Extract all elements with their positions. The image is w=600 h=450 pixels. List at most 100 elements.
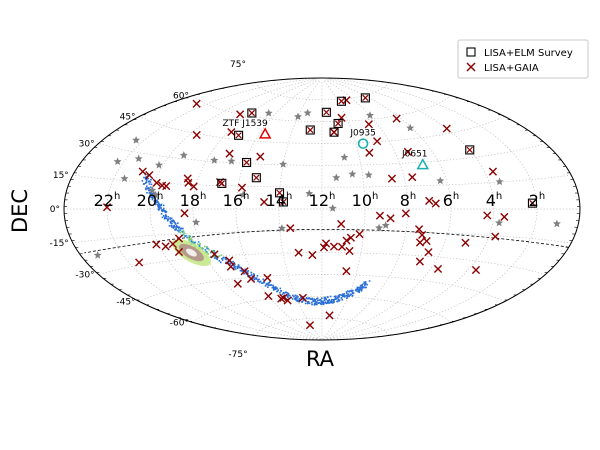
- density-dot: [211, 249, 214, 252]
- density-dot: [172, 227, 175, 229]
- gaia-x-point: [145, 171, 154, 180]
- density-dot: [164, 214, 167, 217]
- source-label: ZTF J1539: [223, 119, 269, 129]
- density-dot: [160, 203, 163, 206]
- parallel-line: [98, 143, 546, 166]
- density-dot: [358, 291, 361, 294]
- density-dot: [251, 278, 254, 280]
- gaia-x-point: [240, 267, 249, 276]
- density-dot: [327, 299, 329, 302]
- density-dot: [145, 175, 148, 178]
- density-dot: [180, 227, 183, 230]
- star-point: [364, 170, 373, 179]
- gaia-x-point: [337, 242, 347, 251]
- density-dot: [234, 268, 237, 270]
- density-dot: [221, 259, 224, 261]
- density-dot: [169, 218, 172, 220]
- density-dot: [295, 299, 298, 301]
- density-dot: [165, 217, 168, 220]
- density-dot: [159, 207, 161, 209]
- star-point: [436, 176, 445, 185]
- density-dot: [262, 278, 265, 280]
- density-dot: [150, 193, 153, 196]
- density-dot: [250, 271, 252, 274]
- density-dot: [365, 283, 367, 285]
- density-dot: [360, 286, 362, 289]
- density-dot: [348, 295, 350, 298]
- elm-square-point: [527, 198, 538, 208]
- density-dot: [359, 284, 362, 287]
- density-dot: [144, 182, 147, 185]
- density-dot: [257, 280, 259, 283]
- density-dot: [352, 289, 354, 292]
- star-point: [192, 218, 201, 226]
- density-dot: [219, 261, 222, 264]
- density-dot: [169, 217, 171, 219]
- density-dot: [161, 209, 163, 211]
- gaia-x-point: [415, 257, 424, 266]
- density-dot: [175, 224, 178, 227]
- density-dot: [330, 301, 333, 304]
- density-dot: [191, 238, 193, 241]
- dec-tick-label: 45°: [120, 112, 136, 122]
- parallel-line: [192, 295, 452, 323]
- ra-tick-unit: h: [114, 191, 120, 202]
- density-dot: [291, 298, 294, 300]
- density-dot: [196, 243, 199, 246]
- gaia-x-point: [431, 199, 440, 208]
- density-dot: [192, 240, 195, 243]
- density-dot: [333, 300, 335, 303]
- gaia-x-point: [461, 238, 470, 247]
- elm-x-point: [362, 94, 369, 102]
- density-dot: [158, 204, 161, 206]
- gaia-x-point: [286, 224, 295, 233]
- ra-tick-unit: h: [496, 191, 502, 202]
- gaia-x-point: [373, 137, 382, 146]
- density-dot: [151, 197, 154, 200]
- elm-square-point: [251, 173, 261, 183]
- density-dot: [335, 296, 337, 299]
- density-dot: [164, 216, 167, 219]
- density-dot: [148, 180, 150, 183]
- star-point: [113, 157, 122, 165]
- gaia-x-point: [305, 321, 315, 330]
- density-dot: [349, 290, 351, 292]
- density-dot: [340, 297, 343, 299]
- density-dot: [323, 299, 326, 302]
- density-dot: [153, 200, 156, 202]
- density-dot: [320, 303, 323, 305]
- star-point: [303, 108, 312, 117]
- density-dot: [358, 288, 361, 290]
- density-dot: [327, 300, 329, 303]
- density-dot: [368, 280, 371, 282]
- gaia-x-point: [422, 236, 431, 246]
- density-dot: [201, 246, 204, 249]
- gaia-x-point: [386, 214, 395, 223]
- density-dot: [142, 183, 145, 185]
- gaia-x-point: [138, 167, 147, 176]
- density-dot: [347, 290, 349, 292]
- density-dot: [279, 287, 282, 290]
- density-dot: [313, 298, 316, 301]
- density-dot: [267, 282, 269, 285]
- density-dot: [152, 194, 154, 197]
- density-dot: [152, 192, 154, 195]
- density-dot: [297, 296, 299, 298]
- density-dot: [345, 291, 348, 293]
- star-point: [120, 174, 129, 182]
- density-dot: [341, 295, 344, 298]
- meridian-line: [322, 79, 409, 340]
- ra-tick-label: 22h: [94, 191, 121, 210]
- density-dot: [162, 204, 165, 207]
- density-dot: [178, 230, 180, 233]
- density-dot: [157, 205, 159, 207]
- density-dot: [298, 298, 301, 300]
- star-point: [227, 157, 236, 165]
- gaia-x-point: [433, 264, 443, 274]
- density-dot: [276, 287, 278, 289]
- density-dot: [334, 295, 337, 298]
- density-dot: [338, 299, 341, 302]
- density-dot: [150, 183, 153, 186]
- density-dot: [215, 257, 218, 260]
